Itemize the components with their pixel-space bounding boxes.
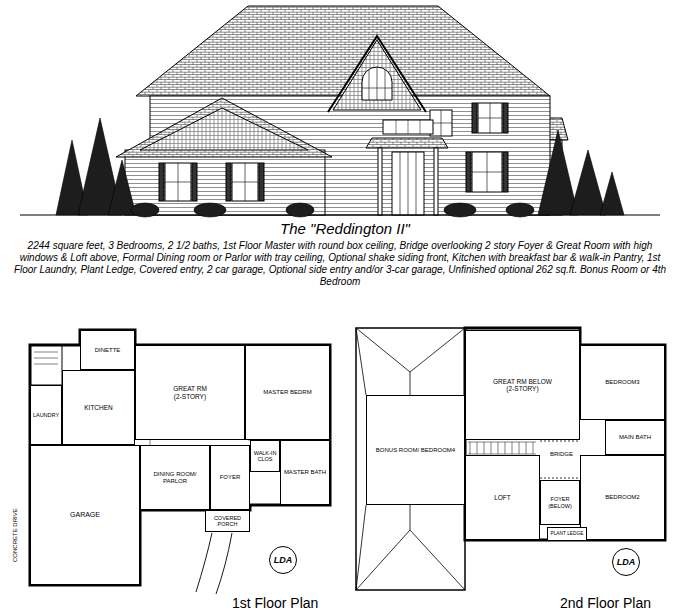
room-name: LAUNDRY <box>33 412 59 418</box>
open-to-below: GREAT RM BELOW(2-STORY) <box>465 330 580 440</box>
room-closet: WALK-IN CLOS <box>250 440 280 472</box>
room-bedroom: BEDROOM2 <box>580 455 665 540</box>
room-name: MASTER BEDRM <box>263 389 311 396</box>
room-name: FOYER <box>220 474 241 481</box>
room-name: LDA <box>617 557 636 567</box>
room-note: (BELOW) <box>548 503 572 509</box>
room-bedroom: BEDROOM3 <box>580 345 665 420</box>
logo-badge: LDA <box>612 548 640 576</box>
plant-ledge: PLANT LEDGE <box>547 527 587 541</box>
plan-description: 2244 square feet, 3 Bedrooms, 2 1/2 bath… <box>8 240 672 288</box>
room-name: GARAGE <box>70 511 100 519</box>
room-name: LOFT <box>494 494 511 501</box>
room-note: (2-STORY) <box>174 393 206 400</box>
room-kitchen: KITCHEN <box>62 370 135 445</box>
room-loft: LOFT <box>465 455 540 540</box>
room-name: MASTER BATH <box>284 469 326 476</box>
room-name: WALK-IN CLOS <box>253 450 278 463</box>
room-name: DINETTE <box>95 347 121 354</box>
room-bath: MASTER BATH <box>280 440 330 505</box>
room-name: BEDROOM2 <box>605 494 639 501</box>
room-name: KITCHEN <box>84 404 113 411</box>
room-name: LDA <box>274 555 293 565</box>
room-name: GREAT RM <box>173 385 207 392</box>
room-bonus: BONUS ROOM/ BEDROOM4 <box>366 395 465 505</box>
room-name: MAIN BATH <box>619 434 651 441</box>
room-note: (2-STORY) <box>506 385 538 392</box>
room-foyer: FOYER(BELOW) <box>540 480 580 525</box>
room-laundry: LAUNDRY <box>30 385 62 445</box>
plan-heading: 1st Floor Plan <box>232 595 318 611</box>
room-name: DINING ROOM/ PARLOR <box>143 471 208 485</box>
room-garage: GARAGE <box>30 445 140 585</box>
bridge-label: BRIDGE <box>549 451 574 458</box>
room-bath: MAIN BATH <box>605 420 665 455</box>
room-name: GREAT RM BELOW <box>493 378 552 385</box>
room-great: GREAT RM(2-STORY) <box>135 345 245 440</box>
room-dinette: DINETTE <box>80 330 135 370</box>
room-name: COVERED PORCH <box>208 515 248 528</box>
logo-badge: LDA <box>269 546 297 574</box>
room-foyer: FOYER <box>210 445 250 510</box>
plan-title: The "Reddington II" <box>0 220 680 237</box>
room-name: PLANT LEDGE <box>551 531 584 537</box>
room-name: BONUS ROOM/ BEDROOM4 <box>376 447 455 454</box>
room-dining: DINING ROOM/ PARLOR <box>140 445 210 510</box>
room-master: MASTER BEDRM <box>245 345 330 440</box>
room-name: BEDROOM3 <box>605 379 639 386</box>
room-name: FOYER <box>551 496 570 502</box>
plan-heading: 2nd Floor Plan <box>560 595 651 611</box>
drive-note: CONCRETE DRIVE <box>12 508 19 562</box>
covered-porch: COVERED PORCH <box>205 510 250 532</box>
